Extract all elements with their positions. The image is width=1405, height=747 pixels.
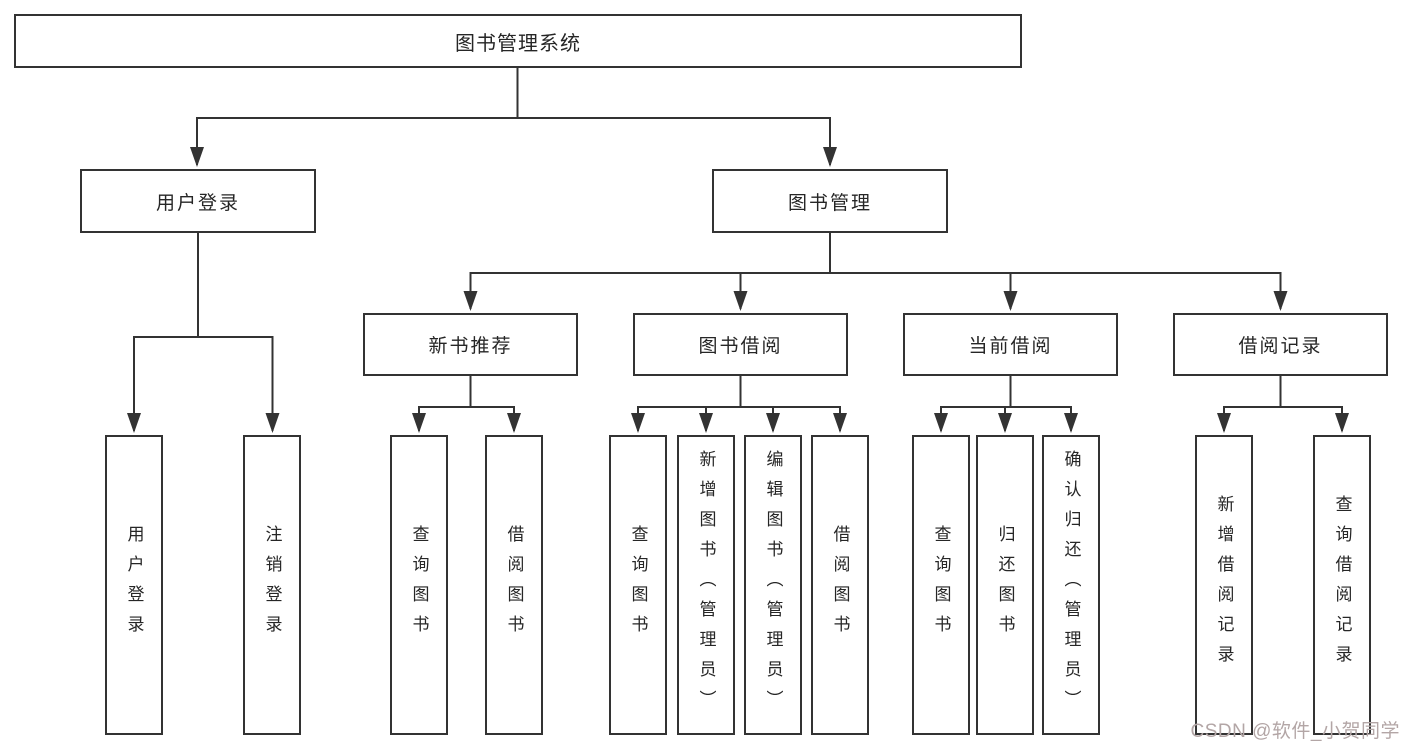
leaf-query-borrow-record: 查询借阅记录 (1313, 435, 1371, 735)
leaf-confirm-return-admin: 确认归还（管理员） (1042, 435, 1100, 735)
leaf-query-books-newbook: 查询图书 (390, 435, 448, 735)
leaf-return-books: 归还图书 (976, 435, 1034, 735)
leaf-borrow-books-newbook: 借阅图书 (485, 435, 543, 735)
node-library-management-system: 图书管理系统 (14, 14, 1022, 68)
node-new-book-recommend: 新书推荐 (363, 313, 578, 376)
leaf-query-books-borrowing: 查询图书 (609, 435, 667, 735)
node-current-borrowing: 当前借阅 (903, 313, 1118, 376)
leaf-logout: 注销登录 (243, 435, 301, 735)
leaf-borrow-books-borrowing: 借阅图书 (811, 435, 869, 735)
csdn-watermark: CSDN @软件_小贺同学 (1190, 721, 1400, 742)
leaf-user-login: 用户登录 (105, 435, 163, 735)
leaf-add-borrow-record: 新增借阅记录 (1195, 435, 1253, 735)
leaf-edit-books-admin: 编辑图书（管理员） (744, 435, 802, 735)
node-borrowing-records: 借阅记录 (1173, 313, 1388, 376)
node-book-management-group: 图书管理 (712, 169, 948, 233)
leaf-query-books-current: 查询图书 (912, 435, 970, 735)
node-book-borrowing: 图书借阅 (633, 313, 848, 376)
node-user-login-group: 用户登录 (80, 169, 316, 233)
leaf-add-books-admin: 新增图书（管理员） (677, 435, 735, 735)
